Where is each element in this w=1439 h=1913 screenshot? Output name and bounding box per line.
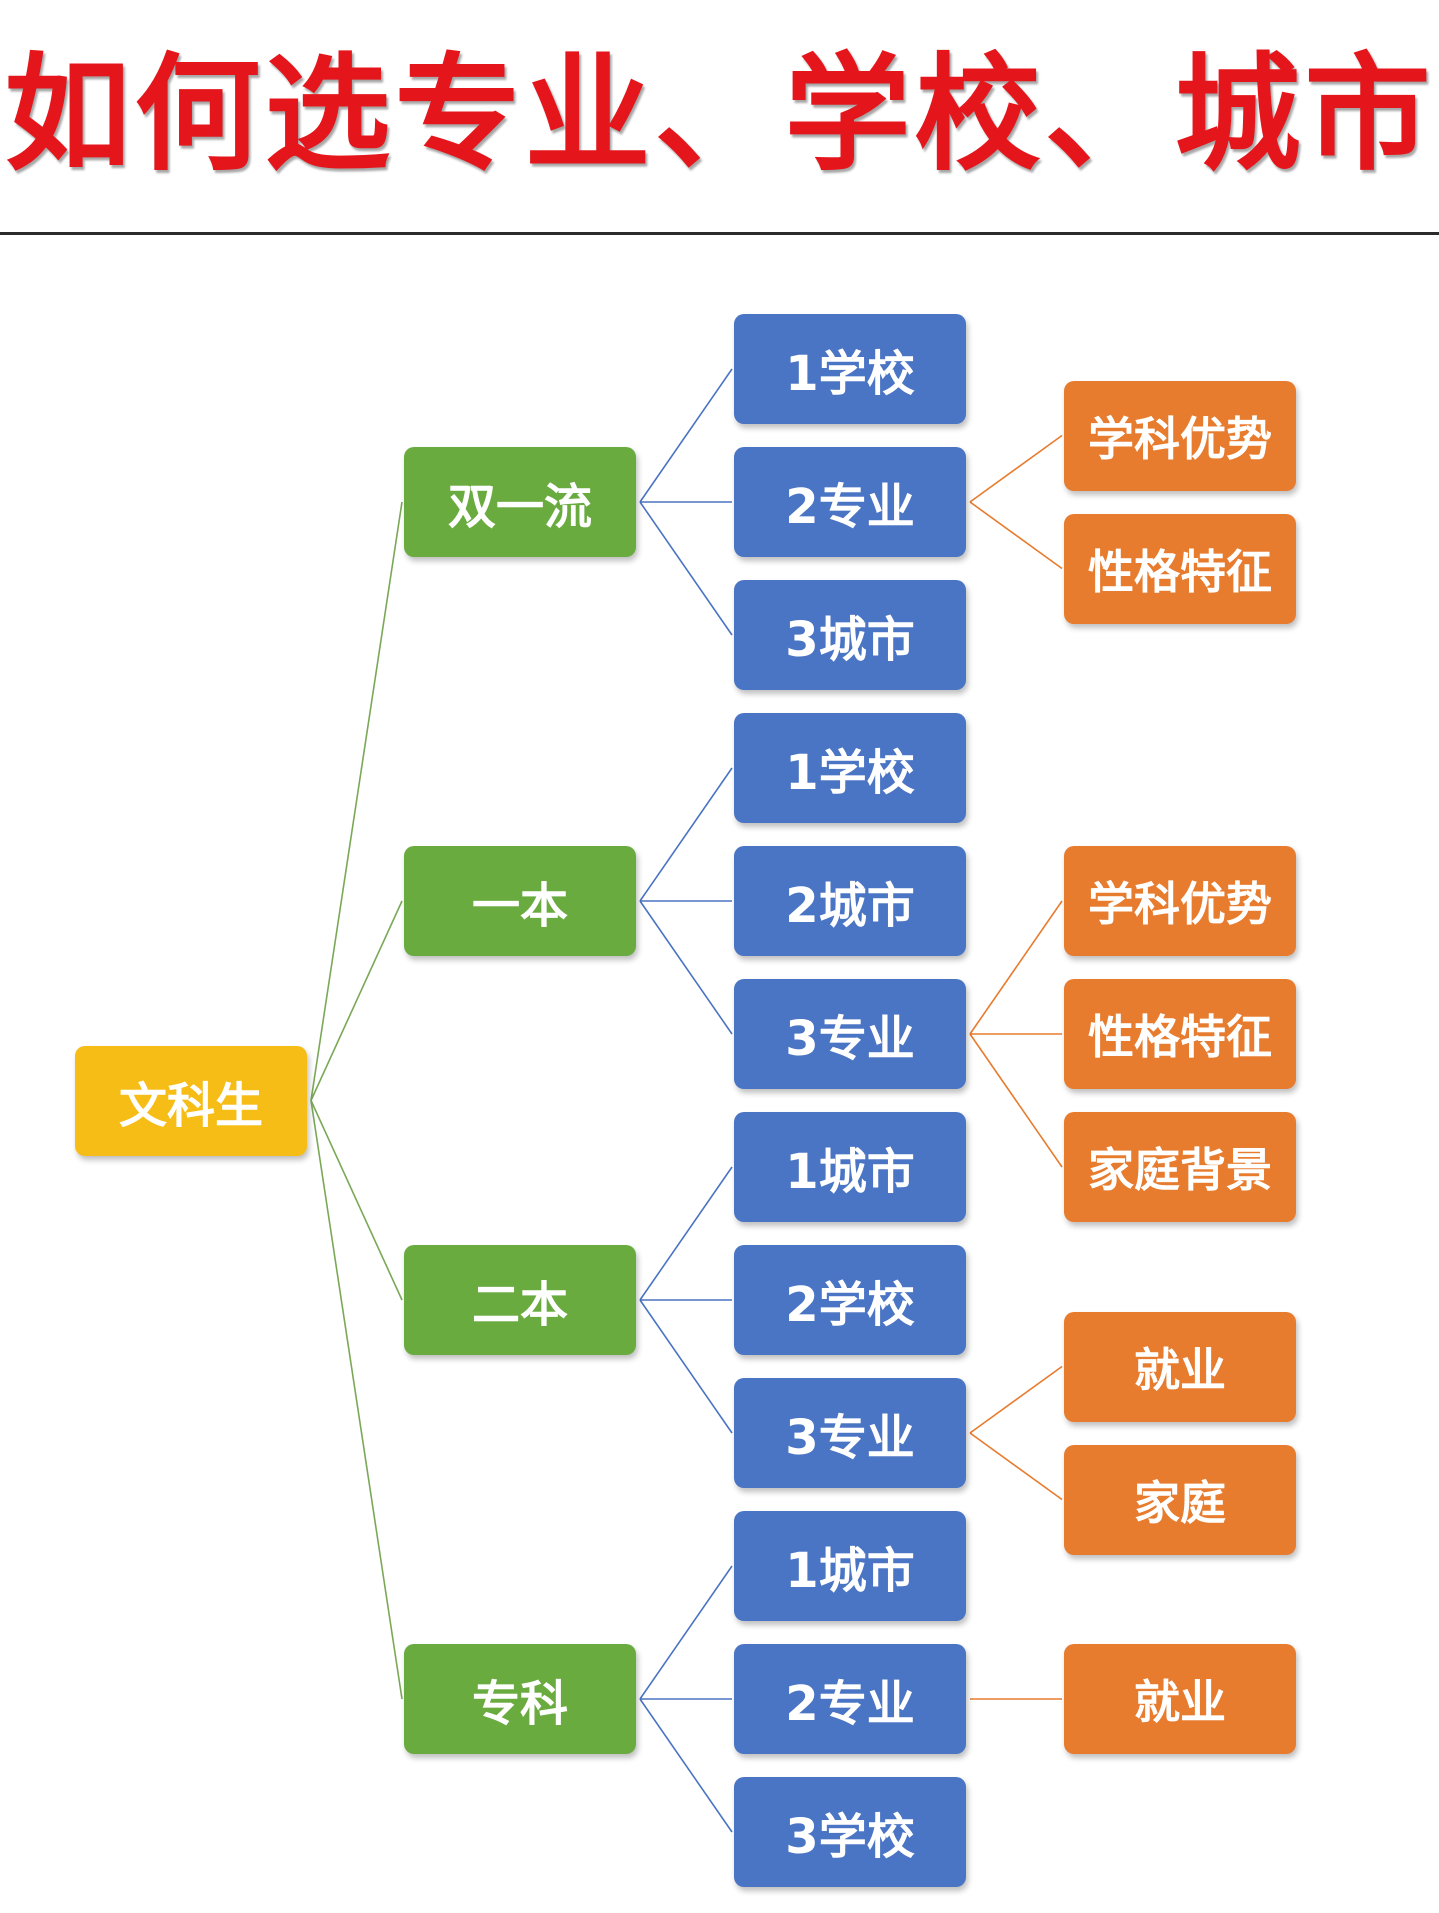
level3-node: 就业 bbox=[1064, 1311, 1296, 1422]
level2-node: 2专业 bbox=[734, 447, 966, 557]
connector-l1-l2 bbox=[639, 767, 733, 902]
connector-root-l1 bbox=[310, 501, 403, 1101]
level2-node: 1学校 bbox=[734, 314, 966, 424]
level3-node: 就业 bbox=[1064, 1644, 1296, 1754]
connector-l1-l2 bbox=[639, 1299, 733, 1434]
level3-node: 学科优势 bbox=[1064, 846, 1296, 956]
level2-node: 1城市 bbox=[734, 1511, 966, 1621]
level3-node: 性格特征 bbox=[1064, 979, 1296, 1089]
page-title: 如何选专业、学校、城市 bbox=[4, 41, 1435, 188]
level3-node: 家庭 bbox=[1064, 1444, 1296, 1555]
connector-root-l1 bbox=[310, 1100, 403, 1700]
connector-root-l1 bbox=[310, 900, 403, 1101]
connector-l1-l2 bbox=[639, 1698, 733, 1833]
level3-node: 家庭背景 bbox=[1064, 1112, 1296, 1222]
level2-node: 2城市 bbox=[734, 846, 966, 956]
title-divider bbox=[0, 232, 1439, 235]
level2-node: 3城市 bbox=[734, 580, 966, 690]
connector-l1-l2 bbox=[639, 1166, 733, 1301]
connector-l1-l2 bbox=[639, 900, 733, 1035]
connector-l1-l2 bbox=[639, 501, 733, 636]
connector-l2-l3 bbox=[969, 1033, 1063, 1168]
level1-node: 双一流 bbox=[404, 447, 636, 557]
level2-node: 2学校 bbox=[734, 1245, 966, 1355]
level1-node: 二本 bbox=[404, 1245, 636, 1355]
level3-node: 学科优势 bbox=[1064, 380, 1296, 491]
level2-node: 1学校 bbox=[734, 713, 966, 823]
connector-l2-l3 bbox=[969, 1365, 1063, 1434]
root-node: 文科生 bbox=[75, 1045, 307, 1156]
level1-node: 专科 bbox=[404, 1644, 636, 1754]
level2-node: 3专业 bbox=[734, 1378, 966, 1488]
level1-node: 一本 bbox=[404, 846, 636, 956]
connector-l2-l3 bbox=[969, 900, 1063, 1035]
level2-node: 3学校 bbox=[734, 1777, 966, 1887]
level2-node: 2专业 bbox=[734, 1644, 966, 1754]
level2-node: 1城市 bbox=[734, 1112, 966, 1222]
level3-node: 性格特征 bbox=[1064, 513, 1296, 624]
connector-l2-l3 bbox=[969, 1432, 1063, 1501]
connector-l2-l3 bbox=[969, 501, 1063, 570]
connector-l2-l3 bbox=[969, 434, 1063, 503]
connector-root-l1 bbox=[310, 1100, 403, 1301]
level2-node: 3专业 bbox=[734, 979, 966, 1089]
connector-l1-l2 bbox=[639, 1565, 733, 1700]
connector-l1-l2 bbox=[639, 368, 733, 503]
